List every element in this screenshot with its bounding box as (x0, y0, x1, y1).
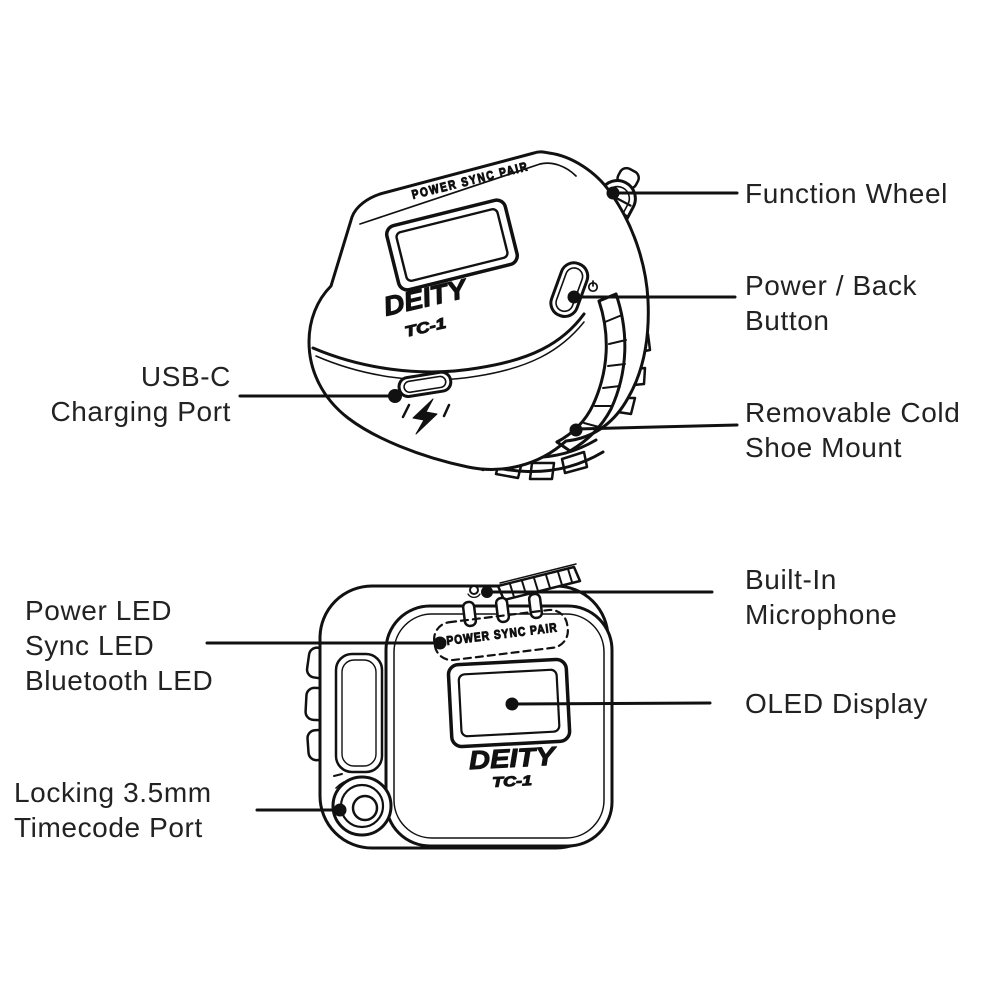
label-line: Sync LED (25, 630, 155, 661)
mic-icon (467, 585, 481, 598)
face-edge-line-2 (315, 321, 585, 381)
power-back-button-drawing (549, 261, 590, 318)
label-function-wheel: Function Wheel (745, 176, 948, 211)
bottom-device-illustration: POWER SYNC PAIR DEITY TC-1 (304, 563, 614, 850)
label-line: Power / Back (745, 270, 918, 301)
dot-microphone (481, 586, 493, 598)
label-status-leds: Power LED Sync LED Bluetooth LED (25, 593, 213, 698)
label-usb-c-charging-port: USB-C Charging Port (0, 359, 231, 429)
timecode-port-drawing (331, 773, 393, 837)
dot-usb-c (388, 389, 402, 403)
dot-cold-shoe (569, 423, 583, 437)
dot-timecode (333, 803, 347, 817)
label-line: OLED Display (745, 688, 929, 719)
led-panel-outline (433, 608, 569, 662)
label-line: Built-In (745, 564, 837, 595)
charging-bolt-icon (401, 398, 451, 435)
label-line: Removable Cold (745, 397, 961, 428)
label-locking-timecode-port: Locking 3.5mm Timecode Port (14, 775, 212, 845)
dot-function-wheel (606, 186, 620, 200)
label-line: Bluetooth LED (25, 665, 214, 696)
label-oled-display: OLED Display (745, 686, 928, 721)
label-line: USB-C (140, 361, 231, 392)
top-display-window (384, 198, 520, 292)
label-removable-cold-shoe: Removable Cold Shoe Mount (745, 395, 960, 465)
leader-oled (512, 701, 712, 706)
label-line: Shoe Mount (745, 432, 902, 463)
label-line: Function Wheel (745, 178, 948, 209)
label-line: Locking 3.5mm (14, 777, 212, 808)
dot-oled (505, 697, 519, 711)
usb-c-port-drawing (397, 370, 453, 399)
dot-leds (433, 636, 447, 650)
label-line: Timecode Port (14, 812, 203, 843)
label-line: Microphone (745, 599, 898, 630)
leader-cold-shoe (575, 423, 739, 431)
power-icon (587, 280, 599, 293)
label-line: Charging Port (50, 396, 231, 427)
label-line: Power LED (25, 595, 173, 626)
dot-power-back (567, 290, 581, 304)
label-power-back-button: Power / Back Button (745, 268, 917, 338)
model-text-front: TC-1 (492, 772, 533, 790)
brand-logo-front: DEITY (468, 741, 558, 776)
face-edge-line (311, 312, 586, 374)
label-built-in-microphone: Built-In Microphone (745, 562, 897, 632)
callout-dots (333, 186, 620, 817)
leader-lines (205, 191, 739, 812)
label-line: Button (745, 305, 830, 336)
top-face-inner-edge (359, 162, 577, 225)
side-panel-drawing (334, 652, 384, 774)
